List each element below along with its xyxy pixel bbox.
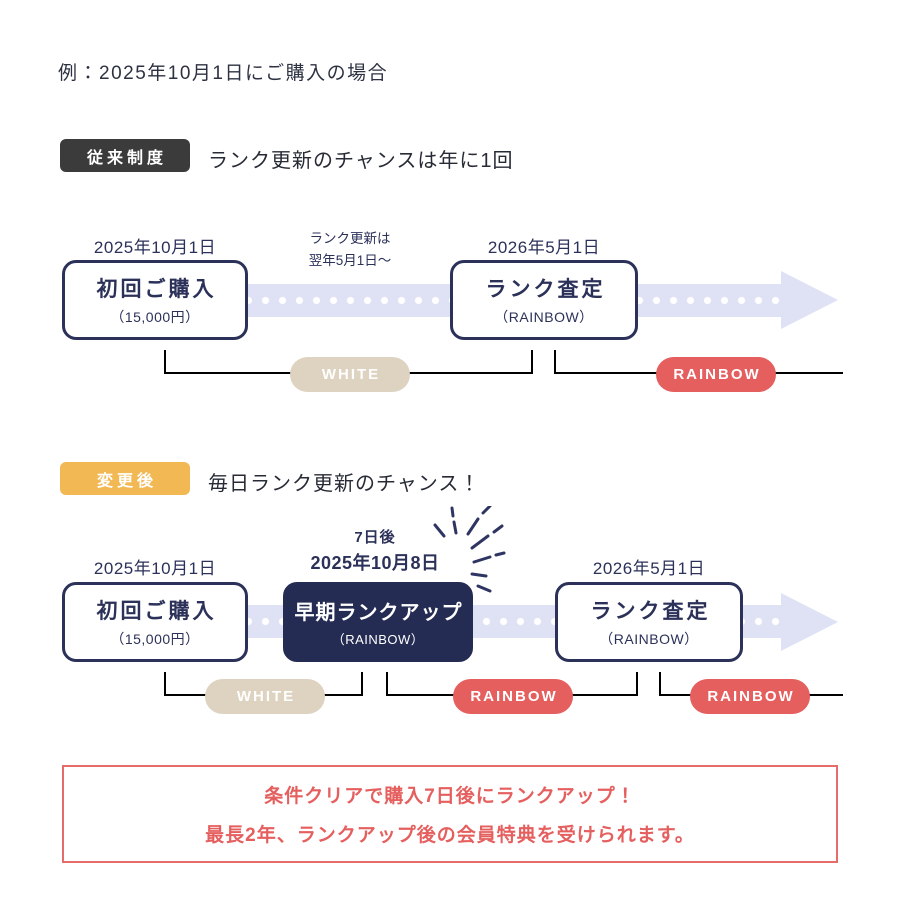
legacy-system-badge: 従来制度 — [60, 139, 190, 172]
event-date-first-purchase: 2025年10月1日 — [93, 238, 217, 257]
rank-update-note-line1: ランク更新は — [309, 231, 391, 246]
event-subtitle: （RAINBOW） — [331, 632, 425, 647]
footer-notice: 条件クリアで購入7日後にランクアップ！ 最長2年、ランクアップ後の会員特典を受け… — [62, 765, 838, 863]
rank-badge-rainbow: RAINBOW — [656, 357, 776, 392]
early-rank-up-date-line2: 2025年10月8日 — [310, 553, 440, 573]
event-box-rank-review: ランク査定 （RAINBOW） — [450, 260, 638, 340]
early-rank-up-date-line1: 7日後 — [354, 529, 396, 546]
event-title: 早期ランクアップ — [294, 602, 463, 624]
event-subtitle: （15,000円） — [110, 309, 200, 325]
event-subtitle: （RAINBOW） — [494, 309, 594, 325]
timeline-arrowhead-updated — [781, 592, 838, 651]
rank-update-note: ランク更新は 翌年5月1日〜 — [270, 228, 430, 271]
event-box-rank-review: ランク査定 （RAINBOW） — [555, 582, 743, 662]
event-date-first-purchase: 2025年10月1日 — [93, 559, 217, 578]
rank-badge-white: WHITE — [290, 357, 410, 392]
event-date-rank-review: 2026年5月1日 — [487, 238, 601, 257]
updated-heading: 毎日ランク更新のチャンス！ — [208, 473, 481, 495]
updated-system-badge: 変更後 — [60, 462, 190, 495]
event-title: 初回ご購入 — [96, 600, 217, 623]
sparkle-burst-icon — [433, 506, 506, 593]
event-title: ランク査定 — [590, 600, 711, 623]
event-box-early-rank-up: 早期ランクアップ （RAINBOW） — [283, 582, 473, 662]
footer-notice-line1: 条件クリアで購入7日後にランクアップ！ — [264, 786, 636, 807]
timeline-arrowhead-legacy — [781, 271, 838, 329]
event-subtitle: （15,000円） — [110, 631, 200, 647]
event-title: 初回ご購入 — [96, 278, 217, 301]
rank-update-note-line2: 翌年5月1日〜 — [308, 252, 392, 268]
event-date-rank-review: 2026年5月1日 — [592, 559, 706, 578]
rank-badge-rainbow: RAINBOW — [453, 679, 573, 714]
rank-badge-white: WHITE — [205, 679, 325, 714]
footer-notice-line2: 最長2年、ランクアップ後の会員特典を受けられます。 — [205, 825, 695, 846]
page-title: 例：2025年10月1日にご購入の場合 — [58, 63, 389, 84]
early-rank-up-date: 7日後 2025年10月8日 — [255, 526, 495, 575]
event-box-first-purchase: 初回ご購入 （15,000円） — [62, 582, 248, 662]
rank-badge-rainbow: RAINBOW — [690, 679, 810, 714]
event-title: ランク査定 — [485, 278, 606, 301]
event-subtitle: （RAINBOW） — [599, 631, 699, 647]
legacy-heading: ランク更新のチャンスは年に1回 — [208, 150, 514, 172]
event-box-first-purchase: 初回ご購入 （15,000円） — [62, 260, 248, 340]
